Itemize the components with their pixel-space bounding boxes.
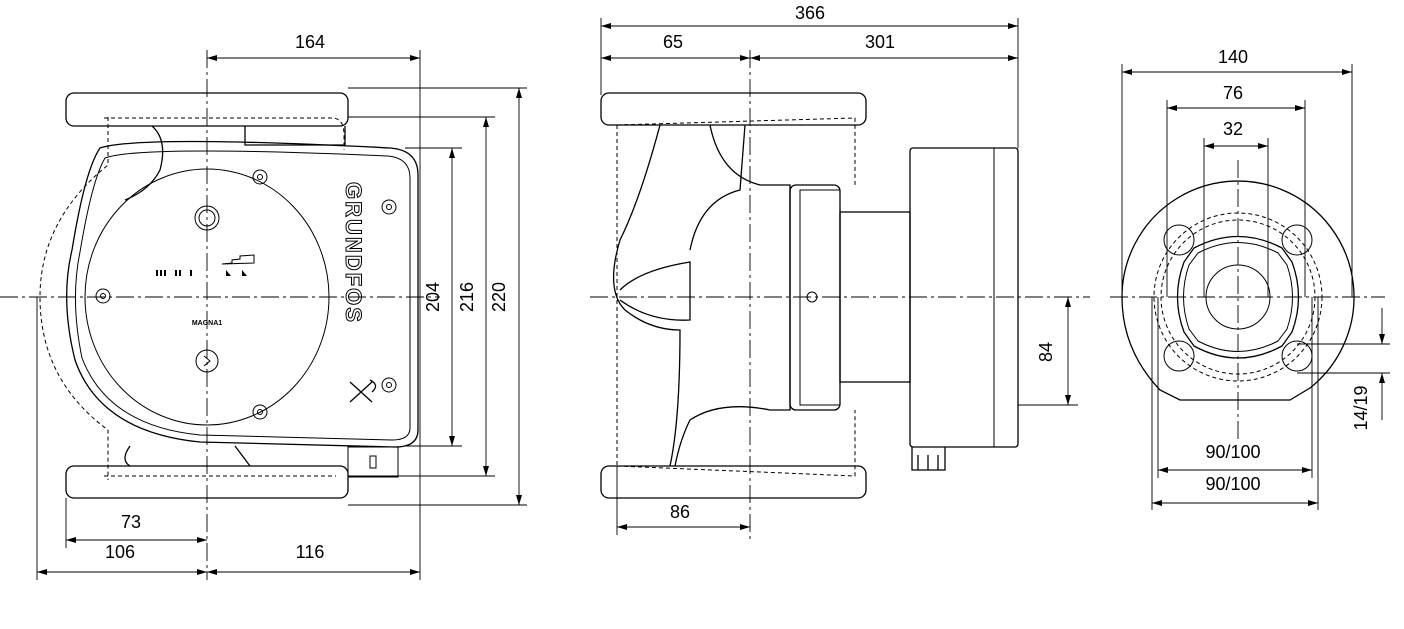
dim-204: 204 <box>423 282 443 312</box>
pump-housing-hidden <box>39 117 109 480</box>
dim-164: 164 <box>295 32 325 52</box>
dim-65: 65 <box>663 32 683 52</box>
bottom-flange <box>600 465 867 499</box>
control-box <box>66 140 419 448</box>
bottom-flange <box>65 465 349 499</box>
front-dimensions <box>36 50 527 580</box>
brand-logo: GRUNDFOS <box>341 182 366 324</box>
dim-73: 73 <box>121 512 141 532</box>
button-icon <box>195 349 219 373</box>
dim-84: 84 <box>1036 342 1056 362</box>
dim-106: 106 <box>105 542 135 562</box>
dim-216: 216 <box>457 282 477 312</box>
flange-dimensions <box>1121 64 1390 510</box>
flange-view: 140 76 32 90/100 90/100 14/19 <box>1110 47 1390 510</box>
side-view: 366 65 301 86 84 <box>590 3 1090 540</box>
impeller-bore <box>1205 264 1271 330</box>
speed-indicator-icon <box>156 254 255 276</box>
dim-90-100-a: 90/100 <box>1205 442 1260 462</box>
side-dimensions <box>600 18 1078 535</box>
top-flange <box>600 92 867 126</box>
brand-logo-mark <box>349 379 377 403</box>
front-view: MAGNA1 GRUNDFOS 164 204 216 220 73 106 1… <box>0 32 527 580</box>
motor-ring <box>789 184 841 411</box>
dim-76: 76 <box>1223 83 1243 103</box>
dim-116: 116 <box>296 542 325 562</box>
dim-32: 32 <box>1223 119 1243 139</box>
flange-port <box>1176 235 1300 359</box>
control-box-side <box>909 147 1019 448</box>
dim-301: 301 <box>865 32 895 52</box>
dim-14-19: 14/19 <box>1351 385 1371 430</box>
dim-140: 140 <box>1218 47 1248 67</box>
dim-86: 86 <box>670 502 690 522</box>
indicator-light <box>194 205 220 231</box>
dim-220: 220 <box>489 282 509 312</box>
dim-90-100-b: 90/100 <box>1205 474 1260 494</box>
flange-outline <box>1121 180 1355 401</box>
motor-face <box>84 168 330 426</box>
top-flange <box>65 92 349 127</box>
connector-box <box>347 446 399 478</box>
dim-366: 366 <box>795 3 825 23</box>
model-label: MAGNA1 <box>192 320 222 327</box>
screw-icon <box>95 169 397 420</box>
